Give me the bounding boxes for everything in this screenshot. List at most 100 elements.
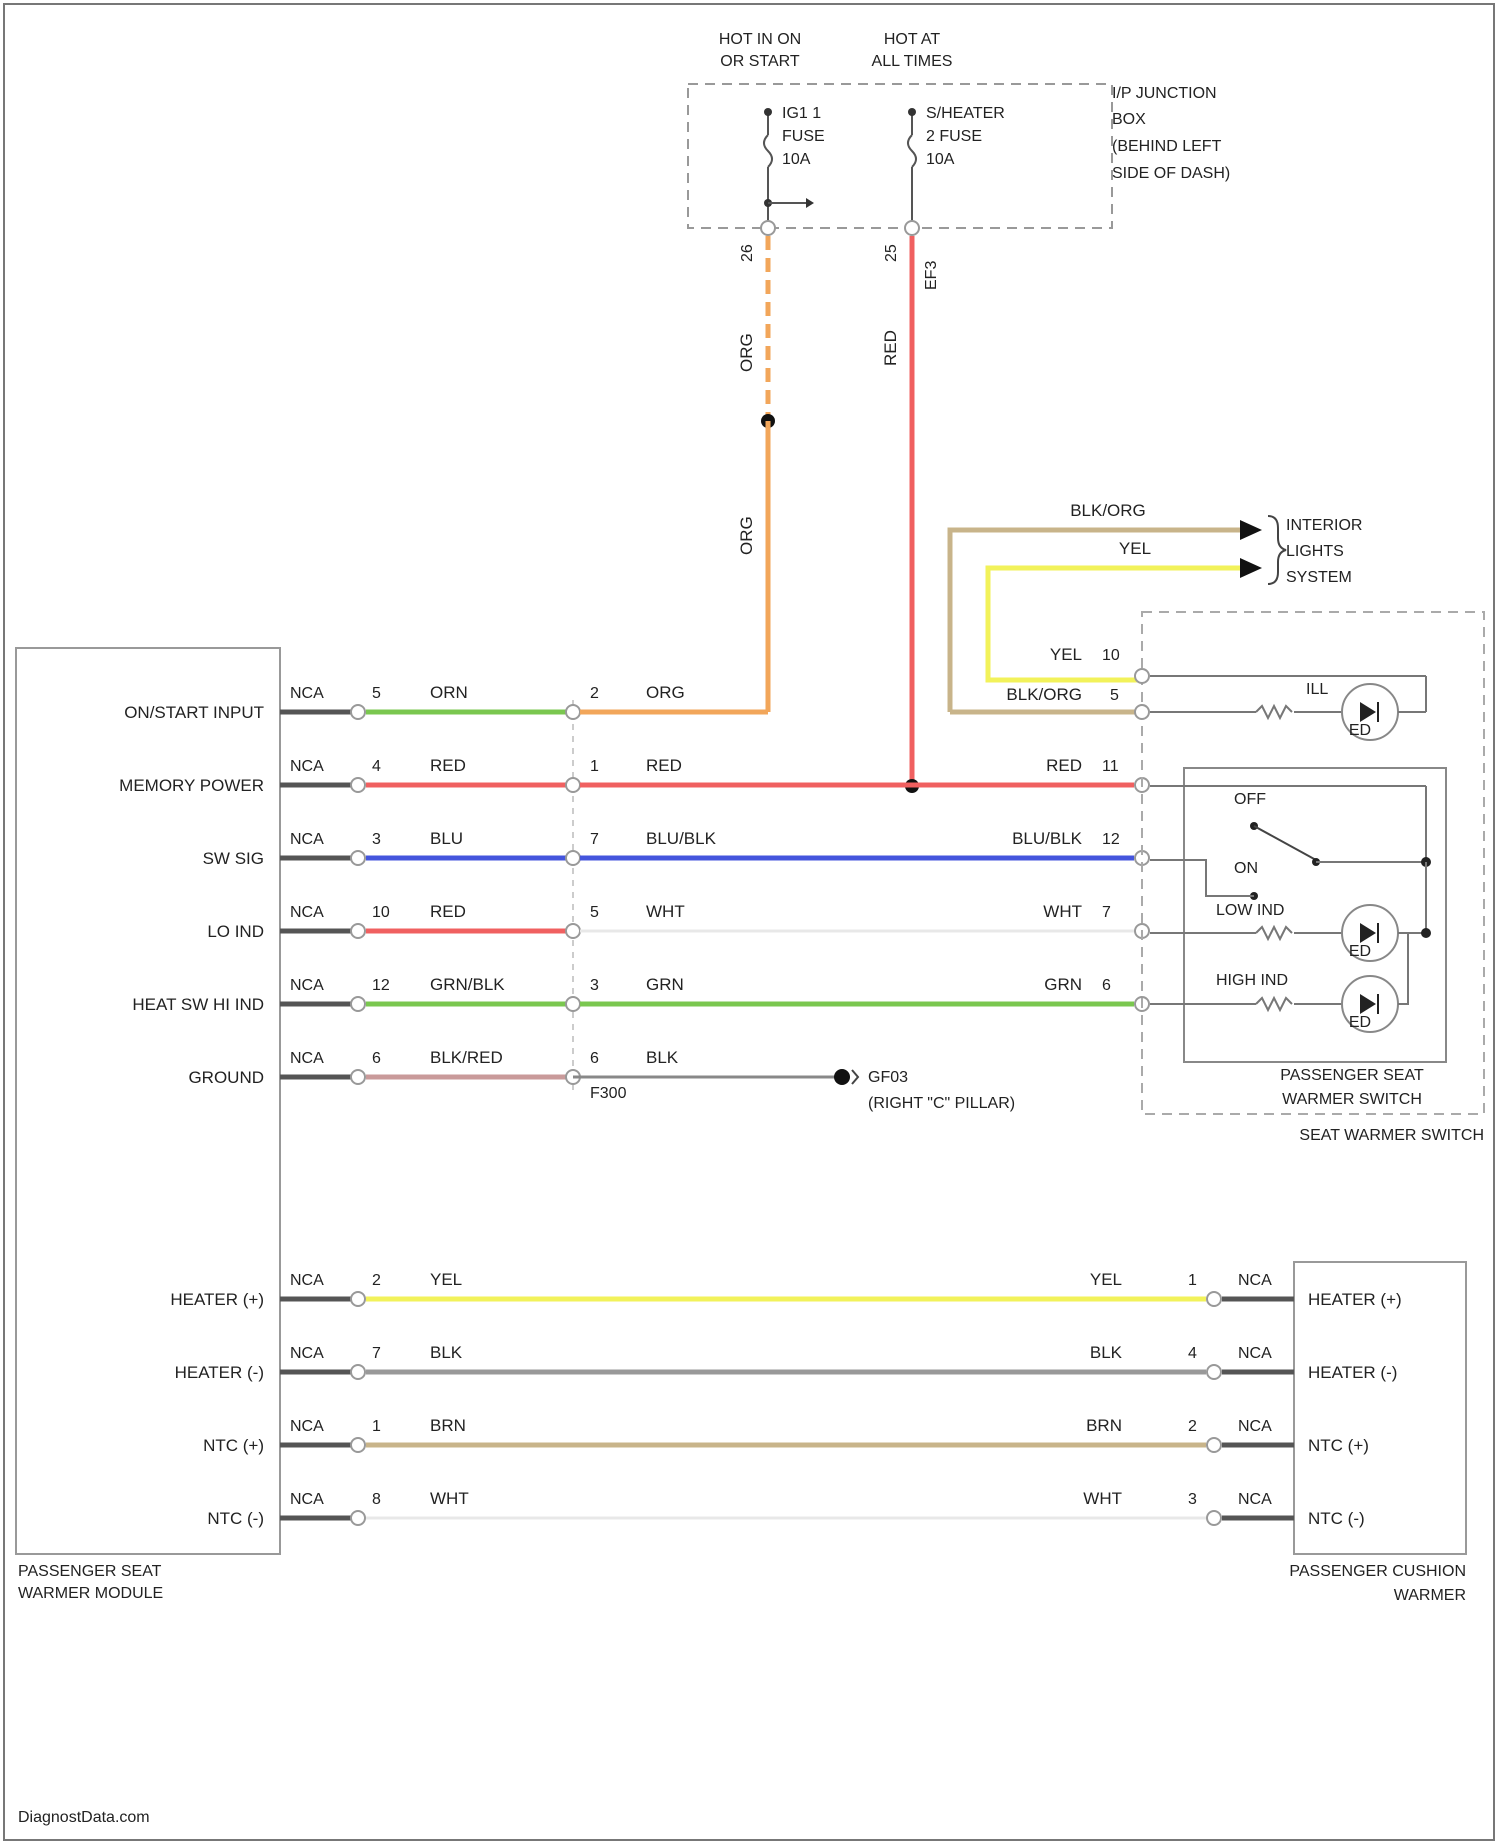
module-name-2: WARMER MODULE (18, 1585, 163, 1602)
junction-box-outline (688, 84, 1112, 228)
wire-color-label: GRN (646, 975, 684, 994)
module-row-label: HEATER (+) (170, 1290, 264, 1309)
cushion-name-2: WARMER (1394, 1587, 1466, 1604)
switch-outer-name: SEAT WARMER SWITCH (1299, 1127, 1484, 1144)
nca-label: NCA (290, 831, 324, 848)
pin-number: 5 (372, 685, 381, 702)
interior-2: LIGHTS (1286, 543, 1344, 560)
pin-number: 2 (372, 1272, 381, 1289)
connector-pin (351, 924, 365, 938)
pin-number: 7 (590, 831, 599, 848)
nca-label: NCA (1238, 1491, 1272, 1508)
pin-number: 3 (372, 831, 381, 848)
pin-number: 1 (1188, 1272, 1197, 1289)
wire-red-label: RED (881, 330, 900, 366)
pin-number: 7 (1102, 904, 1111, 921)
hot-run-1: HOT IN ON (719, 31, 801, 48)
wire-color-label: WHT (1043, 902, 1082, 921)
wire-color-label: BRN (1086, 1416, 1122, 1435)
ground-1: GF03 (868, 1069, 908, 1086)
nca-label: NCA (290, 758, 324, 775)
footer-brand: DiagnostData.com (18, 1809, 150, 1826)
fuse-heater-1: S/HEATER (926, 105, 1005, 122)
ground-point (834, 1069, 850, 1085)
module-row-label: LO IND (207, 922, 264, 941)
module-row-label: SW SIG (203, 849, 264, 868)
high-resistor (1256, 998, 1292, 1010)
connector-pin (351, 1438, 365, 1452)
nca-label: NCA (290, 1272, 324, 1289)
sw-yel-wire: YEL (1050, 645, 1082, 664)
module-row-label: ON/START INPUT (124, 703, 264, 722)
conn-heater: EF3 (923, 261, 940, 290)
fuse-ign-terminal (764, 108, 772, 116)
ill-label: ILL (1306, 681, 1328, 698)
pin-number: 4 (372, 758, 381, 775)
cushion-name-1: PASSENGER CUSHION (1289, 1563, 1466, 1580)
jbox-3: (BEHIND LEFT (1112, 138, 1222, 155)
ground-2: (RIGHT "C" PILLAR) (868, 1095, 1015, 1112)
wire-color-label: RED (430, 756, 466, 775)
pin-heater: 25 (883, 244, 900, 262)
cushion-row-label: HEATER (+) (1308, 1290, 1402, 1309)
fuse-ign-1: IG1 1 (782, 105, 821, 122)
wire-yel-label: YEL (1119, 539, 1151, 558)
module-row-label: NTC (-) (207, 1509, 264, 1528)
pin-number: 1 (590, 758, 599, 775)
connector-pin (1207, 1365, 1221, 1379)
connector-pin (1207, 1292, 1221, 1306)
cushion-row: NTC (-)NCA8WHTWHT3NCANTC (-) (207, 1489, 1364, 1528)
arrow-blk-org (1240, 520, 1262, 540)
module-row-label: NTC (+) (203, 1436, 264, 1455)
wire-blk-org (950, 530, 1250, 712)
interior-3: SYSTEM (1286, 569, 1352, 586)
wire-color-label: BLU/BLK (1012, 829, 1083, 848)
fuse-heater-terminal (908, 108, 916, 116)
connector-pin (566, 778, 580, 792)
sw-low: LOW IND (1216, 902, 1284, 919)
high-led-label: ED (1349, 1014, 1371, 1031)
wire-orn-label-2: ORG (737, 516, 756, 555)
connector-pin (351, 778, 365, 792)
connector-pin (351, 705, 365, 719)
cushion-row: HEATER (+) NCA 2 YEL YEL 1 NCA HEATER (+) (170, 1270, 1401, 1309)
pin-number: 3 (1188, 1491, 1197, 1508)
connector-pin (566, 851, 580, 865)
nca-label: NCA (290, 685, 324, 702)
wire-color-label: BLK (430, 1343, 463, 1362)
connector-pin (351, 997, 365, 1011)
pin-number: 11 (1102, 758, 1119, 775)
pin-number: 6 (1102, 977, 1111, 994)
connector-pin (566, 705, 580, 719)
wire-color-label: YEL (430, 1270, 462, 1289)
cushion-warmer: PASSENGER CUSHION WARMER HEATER (+) NCA 2 Y… (170, 1262, 1466, 1604)
ill-led-label: ED (1349, 722, 1371, 739)
switch-inner-1: PASSENGER SEAT (1280, 1067, 1424, 1084)
wire-color-label: WHT (430, 1489, 469, 1508)
module-row: HEAT SW HI INDNCA12GRN/BLK3GRNGRN6 (132, 975, 1149, 1014)
sw-yel-pin: 10 (1102, 647, 1120, 664)
connector-pin (351, 1511, 365, 1525)
fuse-heater-2: 2 FUSE (926, 128, 982, 145)
seat-warmer-module: PASSENGER SEAT WARMER MODULE F300 ON/STA… (16, 648, 1149, 1602)
module-row-label: HEATER (-) (175, 1363, 264, 1382)
connector-pin (1207, 1511, 1221, 1525)
connector-pin (566, 997, 580, 1011)
arrow-yel (1240, 558, 1262, 578)
nca-label: NCA (1238, 1272, 1272, 1289)
bracket (1268, 516, 1286, 584)
wire-color-label: YEL (1090, 1270, 1122, 1289)
fuse-heater-3: 10A (926, 151, 955, 168)
module-row-label: GROUND (188, 1068, 264, 1087)
wire-top-label: BLK/ORG (1070, 501, 1146, 520)
hot-always-1: HOT AT (884, 31, 941, 48)
connector-pin (351, 1070, 365, 1084)
hot-run-2: OR START (720, 53, 800, 70)
nca-label: NCA (1238, 1345, 1272, 1362)
pin-number: 12 (1102, 831, 1120, 848)
nca-label: NCA (290, 1418, 324, 1435)
low-resistor (1256, 927, 1292, 939)
